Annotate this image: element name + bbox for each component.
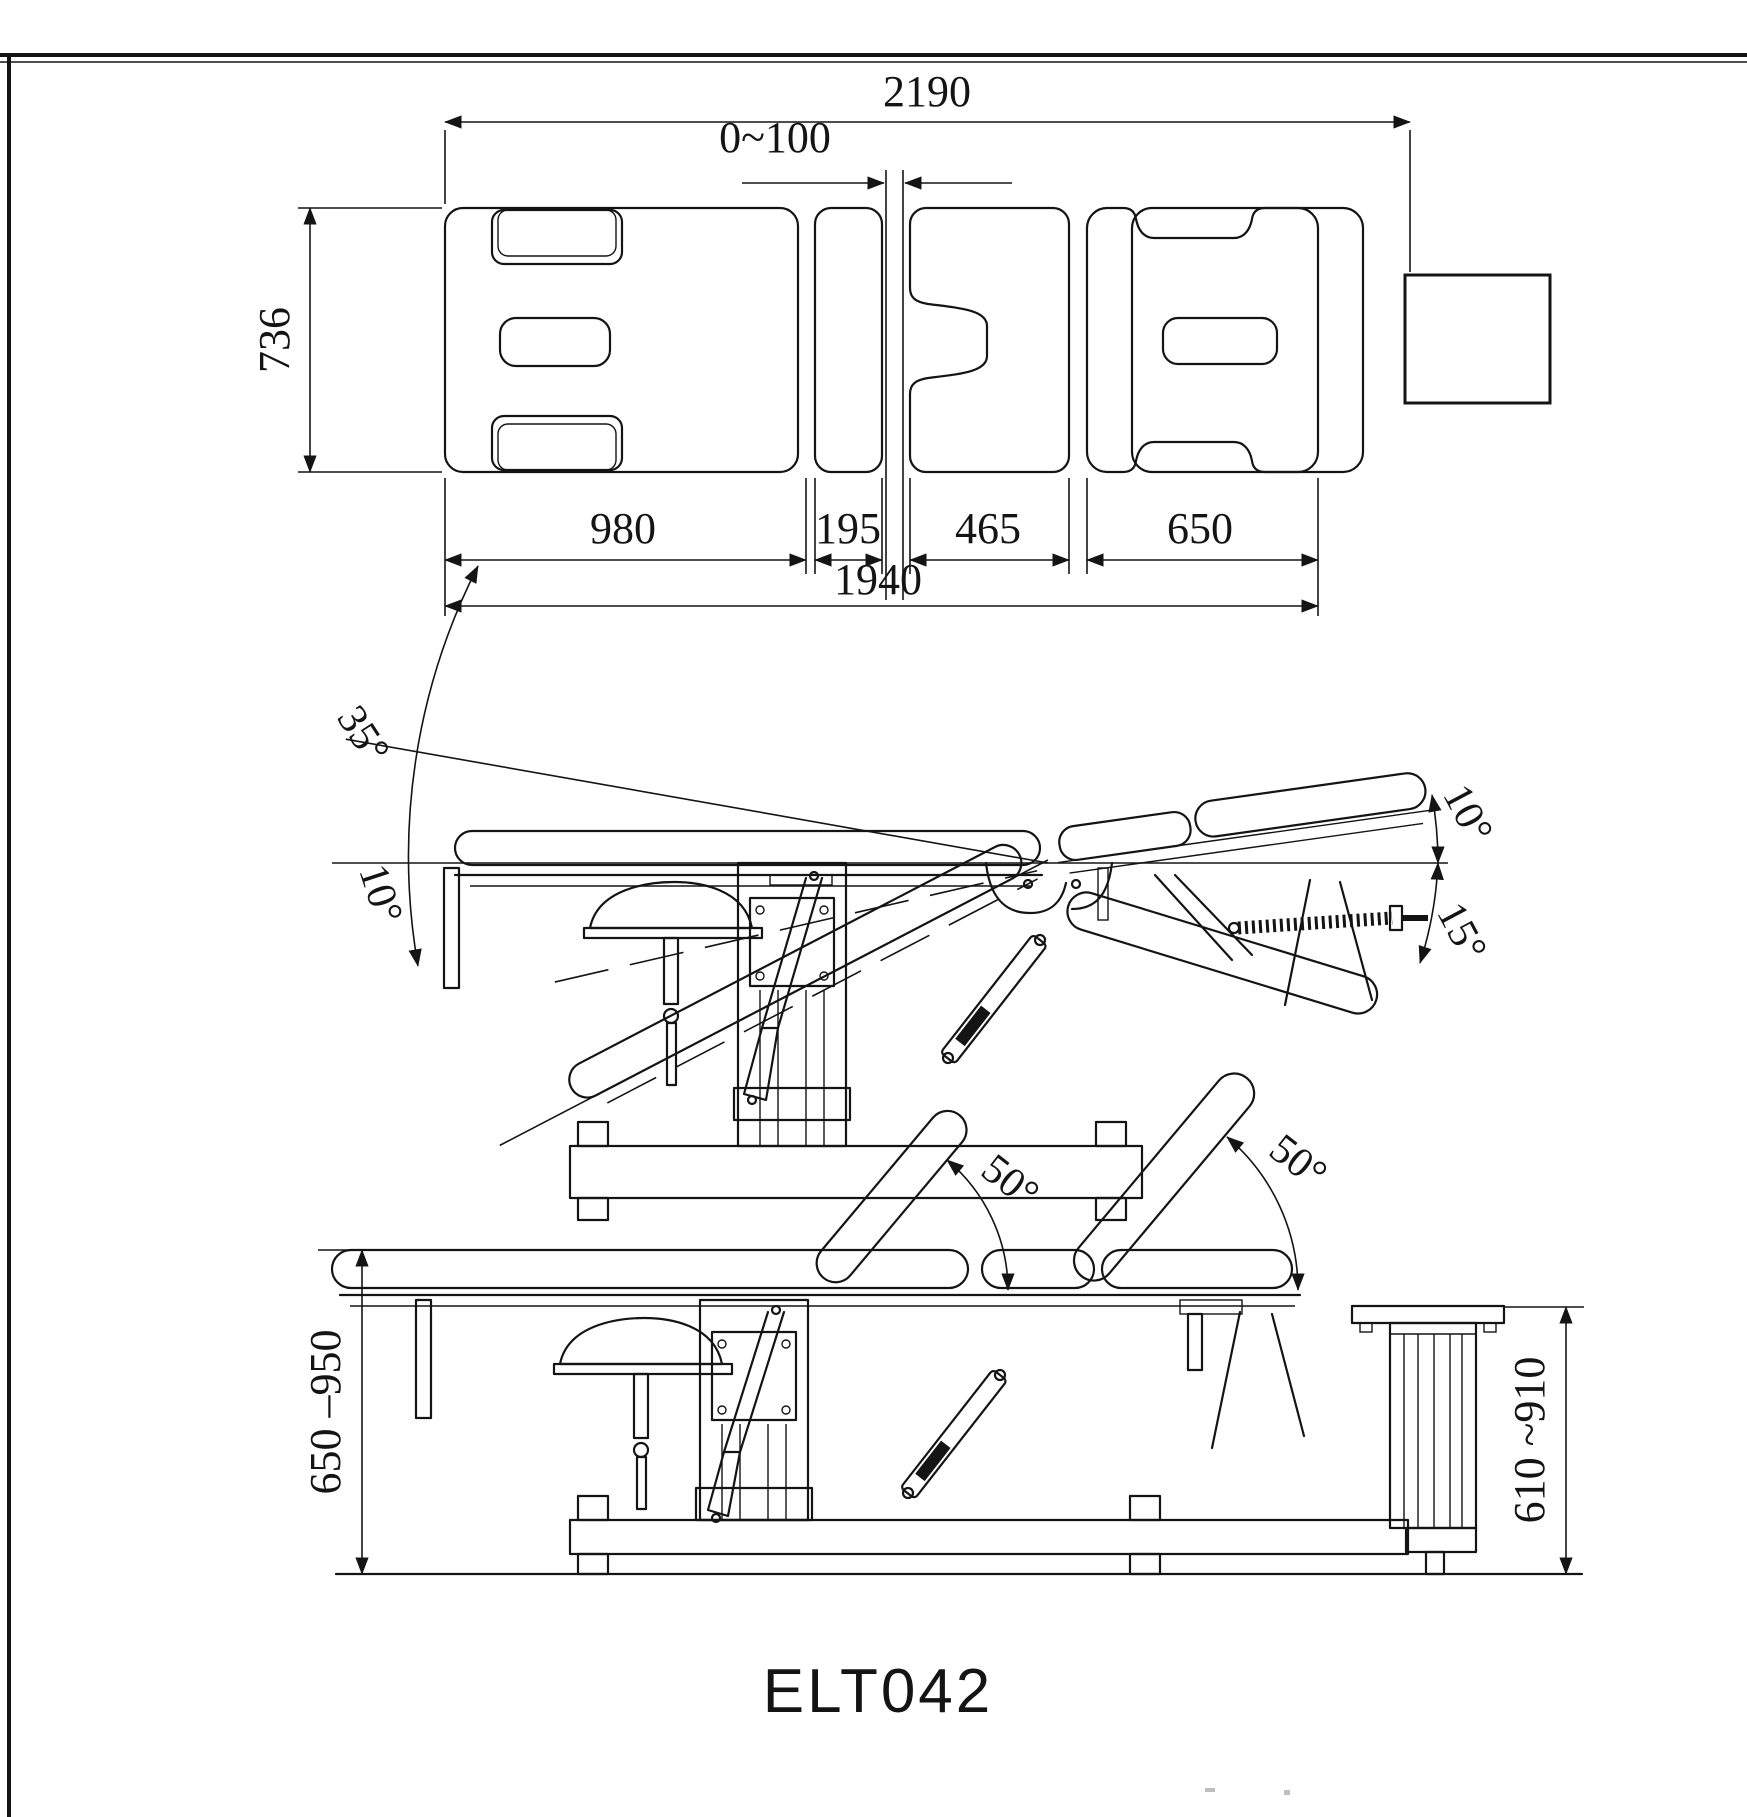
arm-section-plan [813,206,884,474]
dim-pad-length: 1940 [444,555,1319,613]
top-view: 2190 0~100 736 [250,67,1552,616]
raised-section-right [1072,1072,1256,1282]
dim-headrest-gap-label: 0~100 [719,113,831,162]
backrest-angle-arc [407,565,479,967]
dim-seat-section-label: 465 [955,504,1021,553]
dim-section-chain: 980 195 465 650 [444,478,1319,616]
dim-headrest-gap: 0~100 [719,113,1012,600]
armrest-side [582,880,764,1087]
seat-section-plan [908,206,1071,474]
pedestal-column [732,861,852,1148]
tilt-actuator-2 [901,1369,1007,1499]
section-angle-right-label: 50° [1261,1126,1336,1198]
face-hole [498,316,612,368]
dim-pad-length-label: 1940 [834,555,922,604]
base-frame-side [568,1120,1144,1222]
lift-actuator-2 [706,1304,786,1524]
stool-plan [1403,273,1552,405]
leg-down-arc [1418,862,1444,964]
dim-head-section-label: 980 [590,504,656,553]
model-number-label: ELT042 [763,1657,994,1726]
leg-cushion-lowered [1066,891,1379,1015]
backrest-raised [499,843,1049,1147]
backrest-down-angle-label: 10° [349,859,411,929]
scan-specks [1205,1788,1290,1795]
frame-hanger [769,874,833,886]
side-rail-bracket [442,866,461,990]
stool-side [1350,1304,1506,1576]
dim-overall-length: 2190 [444,67,1411,272]
backrest-up-angle-label: 35° [328,698,399,772]
leg-up-arc [1428,794,1445,864]
section-angle-arc-left [946,1159,1015,1291]
section-angle-left-label: 50° [973,1146,1048,1218]
dim-arm-section-label: 195 [815,504,881,553]
leg-section-plan [1085,206,1320,474]
side-tilt-view: 35° 10° 10° 15° [328,565,1502,1222]
leg-cushions-raised [1057,772,1437,874]
dim-table-width: 736 [250,207,442,473]
leg-linkage-2 [1179,1299,1306,1450]
pedestal-column-2 [694,1298,814,1522]
head-section-plan [443,206,800,474]
backrest-down-line [345,738,1049,864]
leg-linkage [1097,867,1428,1007]
dim-overall-length-label: 2190 [883,67,971,116]
base-frame-2 [568,1494,1410,1576]
leg-hole [1161,316,1279,366]
dim-stool-height: 610 ~910 [1504,1306,1584,1575]
main-cushion-flat [330,1248,970,1290]
height-adjust-view: 50° 50° [301,1072,1584,1576]
armrest-side-2 [552,1316,734,1511]
dim-table-height: 650 –950 [301,1249,402,1575]
lift-actuator [742,870,824,1106]
sheet-border [0,53,1747,1817]
main-cushion-side [453,829,1042,867]
side-rail-bracket-2 [414,1298,433,1420]
leg-up-angle-label: 10° [1433,777,1501,851]
section-angle-arc-right [1226,1136,1305,1291]
leg-section-extended-outline [1130,206,1365,474]
tilt-actuator [941,934,1047,1064]
leg-down-angle-label: 15° [1427,895,1495,969]
backrest-intermediate-dashed [554,869,1038,983]
dim-table-height-label: 650 –950 [301,1330,350,1495]
dim-table-width-label: 736 [250,307,299,373]
raised-section-left [815,1109,968,1284]
dim-stool-height-label: 610 ~910 [1505,1357,1554,1524]
center-pivot-housing [984,861,1114,915]
dim-leg-section-label: 650 [1167,504,1233,553]
